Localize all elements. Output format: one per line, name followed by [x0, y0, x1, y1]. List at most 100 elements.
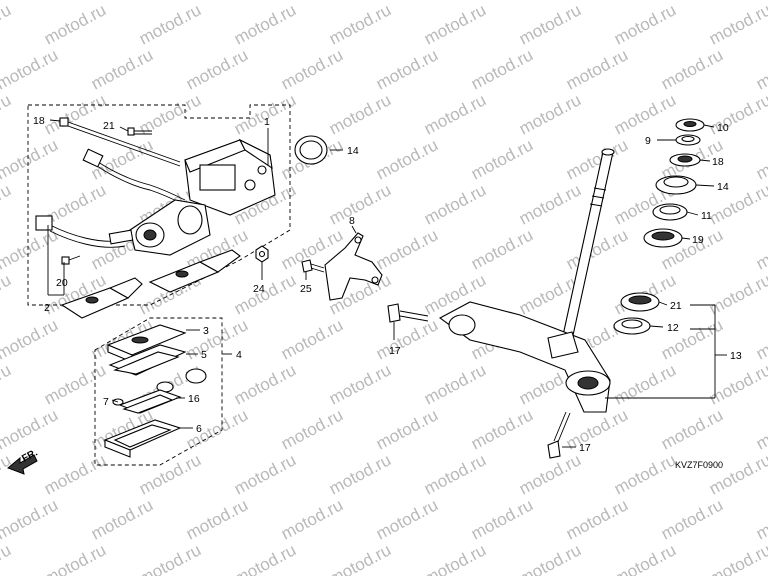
callout-24: 24 — [253, 283, 265, 295]
watermark-text: motod.ru — [706, 540, 768, 576]
watermark-text: motod.ru — [0, 450, 14, 498]
lock-nut-10 — [675, 118, 705, 132]
screw-23 — [127, 127, 152, 136]
watermark-text: motod.ru — [421, 0, 489, 48]
watermark-text: motod.ru — [0, 360, 14, 408]
watermark-text: motod.ru — [41, 540, 109, 576]
watermark-text: motod.ru — [326, 360, 394, 408]
watermark-text: motod.ru — [706, 0, 768, 48]
watermark-text: motod.ru — [41, 0, 109, 48]
key-fob-left — [60, 277, 143, 319]
watermark-text: motod.ru — [468, 45, 536, 93]
watermark-text: motod.ru — [0, 0, 61, 4]
watermark-text: motod.ru — [516, 540, 584, 576]
watermark-text: motod.ru — [0, 0, 14, 48]
callout-3: 3 — [203, 325, 209, 337]
watermark-text: motod.ru — [373, 135, 441, 183]
assembly-4-boundary — [94, 317, 223, 466]
watermark-text: motod.ru — [278, 405, 346, 453]
callout-21: 21 — [670, 300, 682, 312]
watermark-text: motod.ru — [88, 495, 156, 543]
watermark-text: motod.ru — [0, 315, 61, 363]
bearing-11 — [652, 203, 688, 221]
callout-4: 4 — [236, 349, 242, 361]
watermark-text: motod.ru — [468, 135, 536, 183]
watermark-text: motod.ru — [468, 225, 536, 273]
watermark-text: motod.ru — [41, 360, 109, 408]
watermark-text: motod.ru — [373, 315, 441, 363]
watermark-text: motod.ru — [136, 450, 204, 498]
watermark-text: motod.ru — [611, 360, 679, 408]
bolt-17-lower — [547, 411, 571, 459]
watermark-text: motod.ru — [611, 90, 679, 138]
callout-12: 12 — [667, 322, 679, 334]
front-direction-label: FR. — [20, 447, 40, 464]
callout-18: 18 — [33, 115, 45, 127]
watermark-text: motod.ru — [88, 45, 156, 93]
wire-connector-upper — [82, 148, 104, 168]
watermark-text: motod.ru — [563, 225, 631, 273]
callout-2: 2 — [44, 302, 50, 314]
o-ring-15 — [294, 135, 328, 165]
watermark-text: motod.ru — [278, 495, 346, 543]
callout-1: 1 — [264, 116, 270, 128]
watermark-text: motod.ru — [468, 405, 536, 453]
watermark-text: motod.ru — [183, 495, 251, 543]
callout-19: 18 — [712, 156, 724, 168]
watermark-text: motod.ru — [41, 90, 109, 138]
watermark-text: motod.ru — [753, 315, 768, 363]
callout-17-upper: 17 — [389, 345, 401, 357]
callout-16: 16 — [188, 393, 200, 405]
watermark-text: motod.ru — [421, 180, 489, 228]
bearing-21 — [620, 292, 660, 312]
watermark-text: motod.ru — [231, 540, 299, 576]
watermark-text: motod.ru — [516, 0, 584, 48]
watermark-text: motod.ru — [326, 450, 394, 498]
watermark-text: motod.ru — [278, 45, 346, 93]
callout-10: 10 — [717, 122, 729, 134]
diagram-code: KVZ7F0900 — [675, 460, 723, 470]
bolt-17-upper — [387, 303, 429, 323]
watermark-text: motod.ru — [516, 180, 584, 228]
watermark-text: motod.ru — [326, 0, 394, 48]
watermark-text: motod.ru — [326, 90, 394, 138]
watermark-text: motod.ru — [468, 495, 536, 543]
watermark-text: motod.ru — [753, 135, 768, 183]
watermark-text: motod.ru — [0, 405, 61, 453]
ignition-switch-body — [184, 138, 276, 216]
watermark-text: motod.ru — [706, 90, 768, 138]
watermark-text: motod.ru — [753, 45, 768, 93]
watermark-text: motod.ru — [0, 90, 14, 138]
watermark-text: motod.ru — [563, 45, 631, 93]
watermark-text: motod.ru — [0, 540, 14, 576]
callout-15: 14 — [347, 145, 359, 157]
callout-6: 6 — [196, 423, 202, 435]
callout-7: 7 — [103, 396, 109, 408]
bolt-25 — [301, 259, 325, 273]
watermark-text: motod.ru — [0, 495, 61, 543]
watermark-text: motod.ru — [0, 270, 14, 318]
remote-base-6 — [103, 419, 182, 458]
screw-22 — [61, 255, 81, 265]
watermark-text: motod.ru — [231, 360, 299, 408]
dust-seal-12 — [613, 317, 651, 335]
callout-13: 13 — [730, 350, 742, 362]
watermark-text: motod.ru — [421, 540, 489, 576]
watermark-text: motod.ru — [611, 0, 679, 48]
watermark-text: motod.ru — [611, 450, 679, 498]
watermark-text: motod.ru — [231, 0, 299, 48]
callout-5: 5 — [201, 349, 207, 361]
watermark-text: motod.ru — [278, 315, 346, 363]
adjusting-nut-19 — [669, 153, 701, 167]
key-fob-right — [148, 249, 241, 293]
watermark-text: motod.ru — [706, 450, 768, 498]
watermark-text: motod.ru — [373, 405, 441, 453]
battery-16 — [156, 368, 207, 393]
callout-22: 20 — [56, 277, 68, 289]
watermark-text: motod.ru — [231, 450, 299, 498]
watermark-text: motod.ru — [183, 45, 251, 93]
watermark-text: motod.ru — [136, 0, 204, 48]
watermark-text: motod.ru — [373, 45, 441, 93]
